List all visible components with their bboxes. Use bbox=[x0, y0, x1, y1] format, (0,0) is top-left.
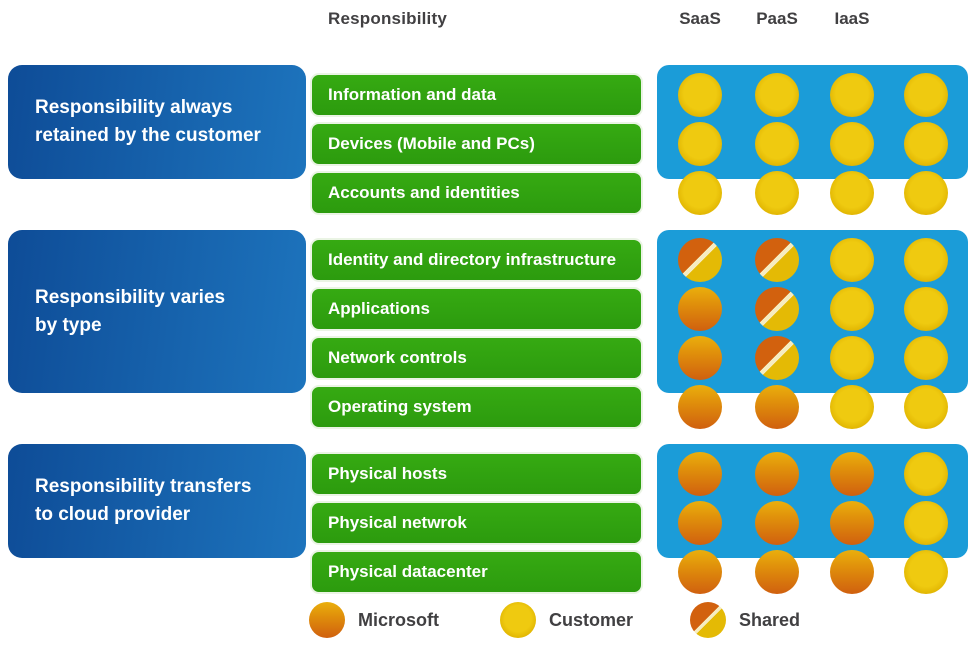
legend-item-customer: Customer bbox=[500, 602, 633, 638]
responsibility-cell-customer bbox=[830, 385, 874, 429]
section-label-block: Responsibility always retained by the cu… bbox=[8, 65, 306, 179]
legend-label: Microsoft bbox=[358, 609, 439, 630]
section-label: Responsibility always retained by the cu… bbox=[35, 97, 261, 146]
section-label-block: Responsibility transfers to cloud provid… bbox=[8, 444, 306, 558]
responsibility-cell-microsoft bbox=[830, 550, 874, 594]
responsibility-cell-microsoft bbox=[678, 550, 722, 594]
responsibility-row-label: Applications bbox=[328, 299, 431, 318]
section-label: Responsibility transfers to cloud provid… bbox=[35, 476, 252, 525]
responsibility-cell-customer bbox=[904, 238, 948, 282]
legend-label: Shared bbox=[739, 609, 801, 630]
responsibility-column-header: Responsibility bbox=[328, 9, 447, 28]
legend-shared-icon bbox=[690, 602, 726, 638]
responsibility-cell-shared bbox=[678, 238, 722, 282]
responsibility-row-label: Devices (Mobile and PCs) bbox=[328, 134, 535, 153]
responsibility-cell-customer bbox=[904, 122, 948, 166]
responsibility-cell-microsoft bbox=[830, 452, 874, 496]
responsibility-cell-microsoft bbox=[830, 501, 874, 545]
legend-customer-icon bbox=[500, 602, 536, 638]
responsibility-cell-customer bbox=[755, 171, 799, 215]
responsibility-cell-microsoft bbox=[678, 336, 722, 380]
responsibility-cell-customer bbox=[904, 550, 948, 594]
section-label: Responsibility varies by type bbox=[35, 286, 226, 336]
responsibility-cell-customer bbox=[830, 73, 874, 117]
legend-label: Customer bbox=[549, 609, 634, 630]
responsibility-cell-microsoft bbox=[755, 501, 799, 545]
responsibility-cell-customer bbox=[904, 73, 948, 117]
responsibility-cell-customer bbox=[904, 336, 948, 380]
section-label-block: Responsibility varies by type bbox=[8, 230, 306, 393]
responsibility-row: Operating system bbox=[310, 385, 643, 429]
legend-microsoft-icon bbox=[309, 602, 345, 638]
responsibility-row: Physical netwrok bbox=[310, 501, 643, 545]
responsibility-cell-customer bbox=[678, 171, 722, 215]
responsibility-cell-customer bbox=[678, 122, 722, 166]
responsibility-cell-microsoft bbox=[755, 550, 799, 594]
responsibility-cell-microsoft bbox=[678, 385, 722, 429]
responsibility-cell-shared bbox=[755, 287, 799, 331]
responsibility-row-label: Physical hosts bbox=[328, 464, 448, 483]
column-header-iaas: IaaS bbox=[834, 9, 870, 28]
responsibility-row: Accounts and identities bbox=[310, 171, 643, 215]
responsibility-cell-microsoft bbox=[678, 287, 722, 331]
responsibility-row-label: Information and data bbox=[328, 85, 497, 104]
responsibility-row-label: Network controls bbox=[328, 348, 467, 367]
responsibility-cell-customer bbox=[678, 73, 722, 117]
responsibility-cell-shared bbox=[755, 336, 799, 380]
legend-item-shared: Shared bbox=[690, 602, 800, 638]
responsibility-row: Network controls bbox=[310, 336, 643, 380]
responsibility-cell-customer bbox=[755, 73, 799, 117]
responsibility-cell-microsoft bbox=[678, 452, 722, 496]
responsibility-cell-customer bbox=[904, 171, 948, 215]
responsibility-row-label: Operating system bbox=[328, 397, 472, 416]
legend-item-microsoft: Microsoft bbox=[309, 602, 439, 638]
responsibility-cell-customer bbox=[904, 385, 948, 429]
responsibility-row-label: Physical netwrok bbox=[328, 513, 467, 532]
responsibility-row: Information and data bbox=[310, 73, 643, 117]
responsibility-row-label: Physical datacenter bbox=[328, 562, 488, 581]
responsibility-row: Physical hosts bbox=[310, 452, 643, 496]
responsibility-cell-shared bbox=[755, 238, 799, 282]
responsibility-cell-customer bbox=[904, 501, 948, 545]
column-header-saas: SaaS bbox=[679, 9, 721, 28]
responsibility-row: Devices (Mobile and PCs) bbox=[310, 122, 643, 166]
responsibility-cell-customer bbox=[830, 171, 874, 215]
responsibility-cell-microsoft bbox=[678, 501, 722, 545]
responsibility-row: Applications bbox=[310, 287, 643, 331]
responsibility-cell-customer bbox=[830, 238, 874, 282]
responsibility-row-label: Identity and directory infrastructure bbox=[328, 250, 617, 269]
responsibility-cell-customer bbox=[904, 452, 948, 496]
responsibility-cell-customer bbox=[830, 287, 874, 331]
responsibility-cell-customer bbox=[830, 336, 874, 380]
column-header-paas: PaaS bbox=[756, 9, 798, 28]
responsibility-row-label: Accounts and identities bbox=[328, 183, 520, 202]
responsibility-row: Identity and directory infrastructure bbox=[310, 238, 643, 282]
responsibility-row: Physical datacenter bbox=[310, 550, 643, 594]
responsibility-cell-microsoft bbox=[755, 385, 799, 429]
responsibility-cell-microsoft bbox=[755, 452, 799, 496]
responsibility-cell-customer bbox=[904, 287, 948, 331]
responsibility-cell-customer bbox=[830, 122, 874, 166]
responsibility-cell-customer bbox=[755, 122, 799, 166]
